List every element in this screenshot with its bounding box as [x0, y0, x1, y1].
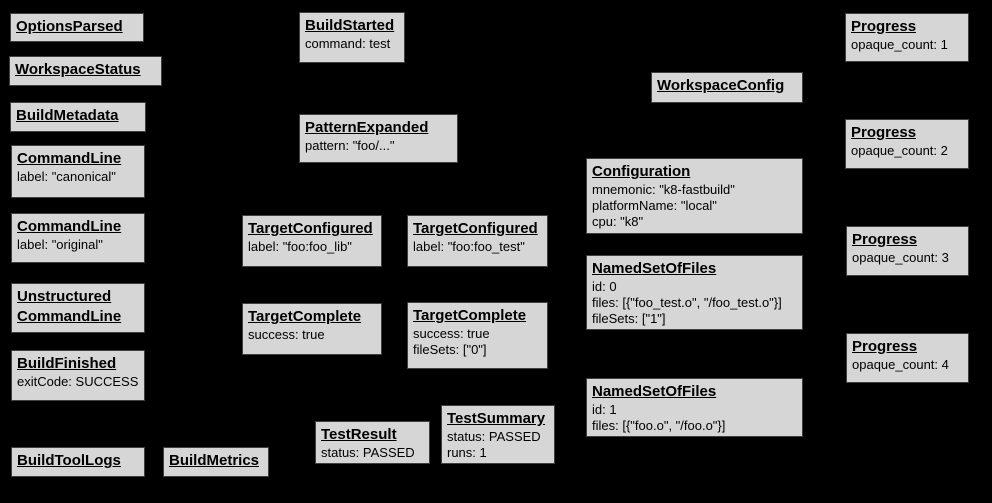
event-box-field: id: 1 — [592, 402, 617, 417]
event-box-field: fileSets: ["0"] — [413, 342, 487, 357]
event-box-title: BuildFinished — [17, 355, 117, 372]
event-box-build-finished: BuildFinished exitCode: SUCCESS — [11, 350, 145, 401]
event-box-title: NamedSetOfFiles — [592, 383, 717, 400]
event-box-workspace-config: WorkspaceConfig — [651, 72, 803, 103]
event-box-field: opaque_count: 3 — [852, 250, 949, 265]
event-box-title: TestResult — [321, 426, 397, 443]
event-box-pattern-expanded: PatternExpanded pattern: "foo/..." — [299, 114, 458, 163]
event-box-target-configured-foo-test: TargetConfigured label: "foo:foo_test" — [407, 215, 548, 267]
event-box-field: label: "canonical" — [17, 169, 116, 184]
event-box-field: opaque_count: 4 — [852, 357, 949, 372]
event-box-title: WorkspaceStatus — [15, 61, 141, 78]
event-box-field: fileSets: ["1"] — [592, 311, 666, 326]
event-box-title: BuildToolLogs — [17, 452, 121, 469]
event-box-workspace-status: WorkspaceStatus — [9, 56, 162, 86]
event-box-title: WorkspaceConfig — [657, 77, 785, 94]
event-box-field: success: true — [413, 326, 490, 341]
event-box-progress-4: Progress opaque_count: 4 — [846, 333, 969, 383]
event-box-title: BuildMetrics — [169, 452, 260, 469]
event-box-title: TargetComplete — [413, 307, 527, 324]
event-box-build-started: BuildStarted command: test — [299, 12, 405, 63]
event-box-field: pattern: "foo/..." — [305, 138, 395, 153]
event-box-target-configured-foo-lib: TargetConfigured label: "foo:foo_lib" — [242, 215, 382, 267]
event-box-title: TargetConfigured — [248, 220, 373, 237]
event-box-field: label: "foo:foo_test" — [413, 239, 525, 254]
event-box-title: PatternExpanded — [305, 119, 429, 136]
event-box-title: Progress — [851, 18, 917, 35]
event-box-field: files: [{"foo_test.o", "/foo_test.o"}] — [592, 295, 782, 310]
event-box-field: runs: 1 — [447, 445, 487, 460]
event-box-field: label: "foo:foo_lib" — [248, 239, 352, 254]
event-box-title: NamedSetOfFiles — [592, 260, 717, 277]
event-box-title: Unstructured CommandLine — [17, 288, 122, 325]
event-box-field: id: 0 — [592, 279, 617, 294]
event-box-title: CommandLine — [17, 150, 122, 167]
event-box-title: TargetConfigured — [413, 220, 538, 237]
event-box-progress-1: Progress opaque_count: 1 — [845, 13, 969, 62]
event-box-title: Configuration — [592, 163, 691, 180]
event-box-build-tool-logs: BuildToolLogs — [11, 447, 145, 477]
event-box-command-line-canonical: CommandLine label: "canonical" — [11, 145, 145, 198]
event-box-field: label: "original" — [17, 237, 103, 252]
event-box-field: files: [{"foo.o", "/foo.o"}] — [592, 418, 726, 433]
event-box-progress-2: Progress opaque_count: 2 — [845, 119, 969, 169]
event-box-field: mnemonic: "k8-fastbuild" — [592, 182, 735, 197]
event-box-title: CommandLine — [17, 218, 122, 235]
event-box-unstructured-command-line: Unstructured CommandLine — [11, 283, 145, 333]
event-box-build-metadata: BuildMetadata — [10, 102, 146, 132]
event-box-field: cpu: "k8" — [592, 214, 644, 229]
event-box-test-result: TestResult status: PASSED — [315, 421, 430, 464]
event-box-field: status: PASSED — [447, 429, 541, 444]
event-box-configuration: Configuration mnemonic: "k8-fastbuild"pla… — [586, 158, 803, 234]
event-box-title: TargetComplete — [248, 308, 362, 325]
event-box-title: BuildMetadata — [16, 107, 119, 124]
event-box-title: BuildStarted — [305, 17, 395, 34]
event-box-title: OptionsParsed — [16, 18, 123, 35]
event-box-progress-3: Progress opaque_count: 3 — [846, 226, 969, 276]
event-box-field: exitCode: SUCCESS — [17, 374, 139, 389]
event-box-field: status: PASSED — [321, 445, 415, 460]
event-box-command-line-original: CommandLine label: "original" — [11, 213, 145, 263]
event-box-options-parsed: OptionsParsed — [10, 13, 144, 42]
event-box-field: command: test — [305, 36, 391, 51]
event-box-field: opaque_count: 1 — [851, 37, 948, 52]
event-box-title: TestSummary — [447, 410, 546, 427]
event-box-title: Progress — [852, 338, 918, 355]
event-box-title: Progress — [852, 231, 918, 248]
event-box-build-metrics: BuildMetrics — [163, 447, 269, 477]
event-box-title: Progress — [851, 124, 917, 141]
event-box-field: platformName: "local" — [592, 198, 717, 213]
event-box-target-complete-foo-lib: TargetComplete success: true — [242, 303, 382, 355]
event-box-field: success: true — [248, 327, 325, 342]
event-box-field: opaque_count: 2 — [851, 143, 948, 158]
